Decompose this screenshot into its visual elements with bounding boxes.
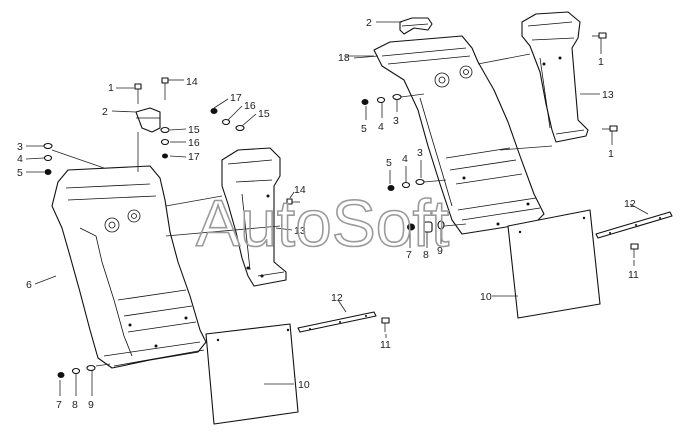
left-mudguard — [51, 165, 207, 369]
label-2: 2 — [102, 106, 108, 118]
watermark: AutoSoft — [196, 186, 449, 260]
label-5: 5 — [386, 157, 392, 169]
right-clamp-bar — [595, 211, 673, 239]
label-15: 15 — [258, 108, 270, 120]
label-16: 16 — [244, 100, 256, 112]
left-hardware-345 — [43, 142, 53, 175]
right-mudguard-assembly: 2 18 1 13 1 5 4 3 5 4 3 7 8 9 12 11 10 — [338, 11, 673, 319]
left-mudguard-assembly: 1 14 2 15 16 17 17 16 15 3 4 5 6 14 13 1… — [17, 76, 391, 425]
label-15: 15 — [188, 124, 200, 136]
label-1: 1 — [598, 56, 604, 68]
right-hardware-789 — [407, 220, 445, 233]
left-bolt-11 — [381, 317, 390, 332]
label-4: 4 — [402, 153, 408, 165]
label-12: 12 — [331, 292, 343, 304]
label-16: 16 — [188, 137, 200, 149]
left-hardware-pair — [210, 108, 245, 132]
label-17: 17 — [230, 92, 242, 104]
right-strap — [399, 17, 433, 35]
label-14: 14 — [294, 184, 306, 196]
label-14: 14 — [186, 76, 198, 88]
left-leader-lines — [25, 79, 387, 396]
label-3: 3 — [17, 141, 23, 153]
label-8: 8 — [72, 399, 78, 411]
left-hardware-789 — [57, 364, 96, 378]
label-2: 2 — [366, 17, 372, 29]
label-13: 13 — [294, 225, 306, 237]
right-hardware-345-upper — [361, 93, 402, 105]
label-17: 17 — [188, 151, 200, 163]
right-mud-flap — [507, 209, 601, 319]
label-9: 9 — [437, 245, 443, 257]
left-bolt-14-mid — [286, 198, 300, 205]
left-bolt-1 — [134, 83, 142, 104]
right-leader-lines — [346, 21, 649, 297]
label-10: 10 — [298, 379, 310, 391]
left-clamp-bar — [297, 311, 377, 333]
right-hardware-345-lower — [387, 178, 425, 191]
right-bolt-11 — [630, 243, 639, 258]
label-6: 6 — [26, 279, 32, 291]
label-4: 4 — [378, 121, 384, 133]
label-7: 7 — [56, 399, 62, 411]
label-3: 3 — [393, 115, 399, 127]
left-hardware-stack — [160, 126, 170, 159]
label-12: 12 — [624, 198, 636, 210]
label-13: 13 — [602, 89, 614, 101]
label-7: 7 — [406, 249, 412, 261]
label-11: 11 — [628, 269, 639, 281]
label-4: 4 — [17, 153, 23, 165]
right-bolt-1-mid — [602, 125, 618, 132]
label-5: 5 — [361, 123, 367, 135]
label-11: 11 — [380, 339, 391, 351]
left-bracket — [221, 147, 287, 287]
label-10: 10 — [480, 291, 492, 303]
label-3: 3 — [417, 147, 423, 159]
label-8: 8 — [423, 249, 429, 261]
label-1: 1 — [108, 82, 114, 94]
right-bolt-1-top — [592, 32, 607, 39]
right-bracket — [521, 11, 589, 143]
label-1: 1 — [608, 148, 614, 160]
label-9: 9 — [88, 399, 94, 411]
left-strap — [135, 107, 161, 133]
label-5: 5 — [17, 167, 23, 179]
label-18: 18 — [338, 52, 350, 64]
right-mudguard — [373, 35, 545, 235]
left-mud-flap — [205, 323, 299, 425]
left-bolt-14 — [161, 77, 169, 100]
